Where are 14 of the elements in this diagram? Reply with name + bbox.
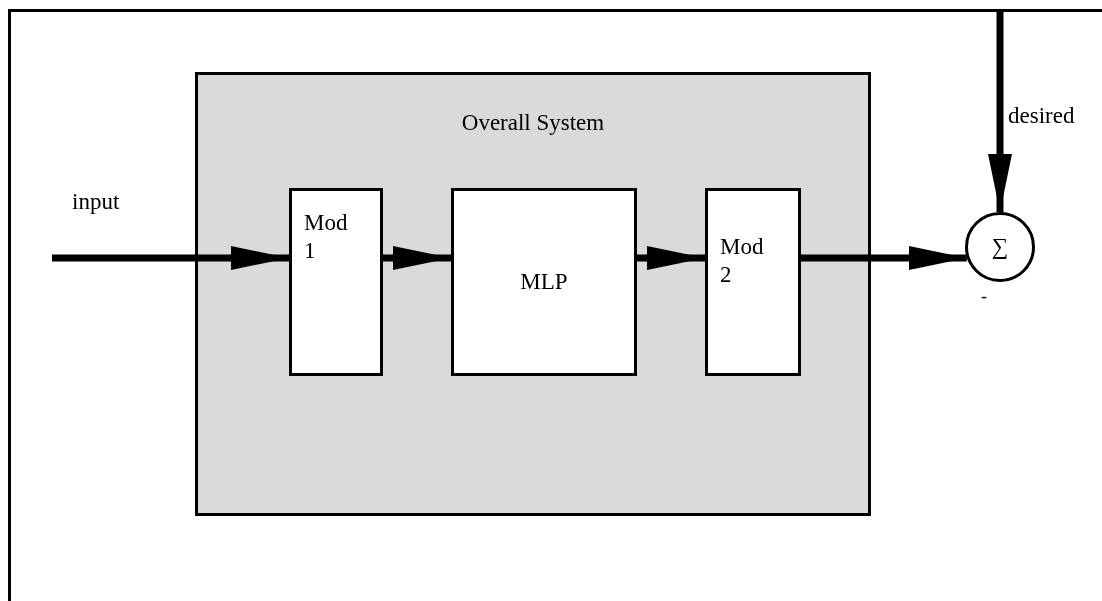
arrow: [383, 246, 451, 270]
block-label: MLP: [520, 268, 568, 296]
module-box: [289, 188, 383, 376]
group-title: Overall System: [460, 109, 606, 137]
arrow: [637, 246, 705, 270]
system-box: [195, 72, 871, 516]
sign-label: -: [981, 285, 987, 308]
arrow: [988, 10, 1012, 212]
block-label: ∑: [991, 233, 1009, 261]
mlp-box: [451, 188, 637, 376]
edge-label: desired: [1008, 102, 1075, 130]
module-box: [705, 188, 801, 376]
edge-label: input: [72, 188, 120, 216]
arrow: [801, 246, 967, 270]
